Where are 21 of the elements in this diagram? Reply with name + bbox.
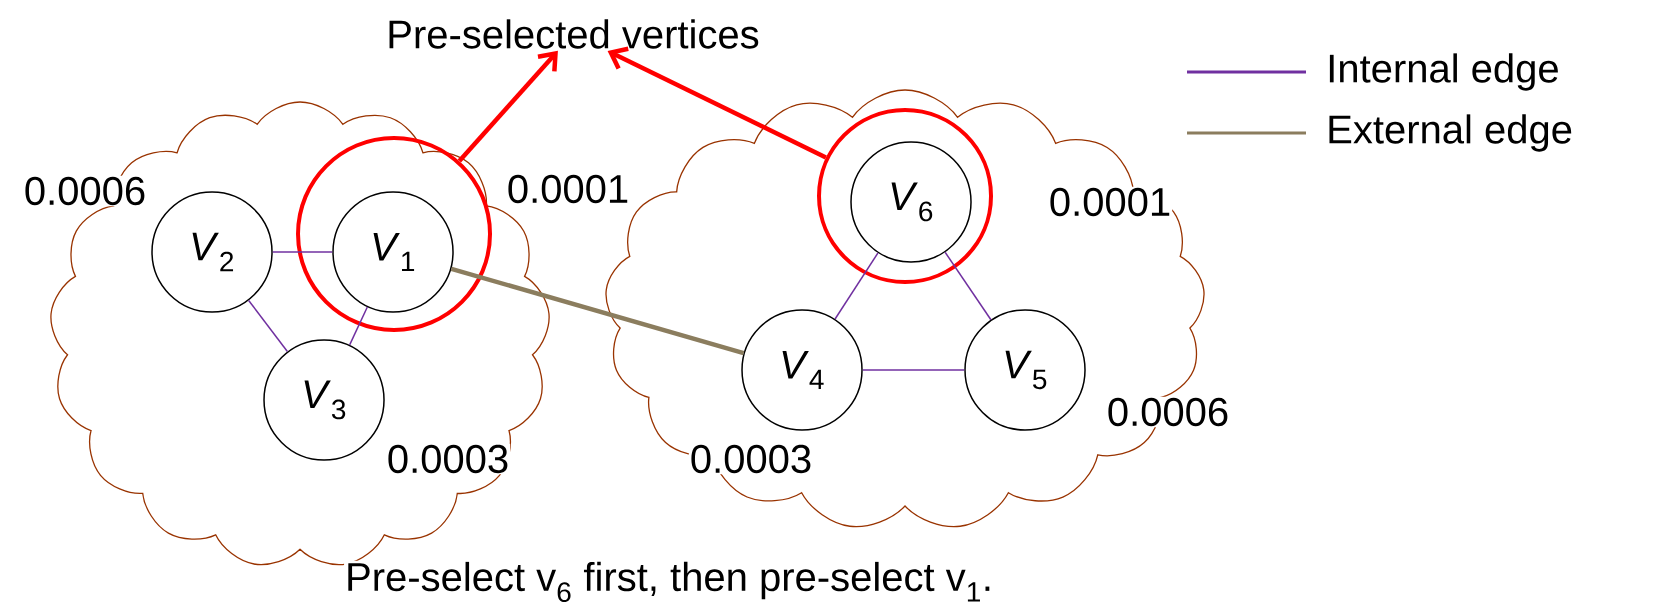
probability-label: 0.0006	[1105, 396, 1231, 428]
probability-label: 0.0001	[505, 173, 631, 205]
probability-label: 0.0003	[688, 443, 814, 475]
highlight-circle	[296, 136, 492, 332]
legend-label: External edge	[1329, 114, 1572, 152]
callout-text: Pre-selected vertices	[389, 19, 759, 49]
legend-label: Internal edge	[1329, 53, 1558, 91]
connector-line	[944, 251, 992, 321]
connector-line	[272, 251, 333, 253]
highlight-circle	[817, 108, 993, 284]
probability-label: 0.0001	[1047, 186, 1173, 218]
connector-line	[862, 369, 965, 371]
connector-line	[247, 299, 289, 353]
connector-line	[834, 252, 879, 320]
probability-label: 0.0003	[385, 443, 511, 475]
arrow	[457, 50, 558, 163]
arrow	[607, 46, 827, 160]
probability-label: 0.0006	[22, 175, 148, 207]
connector-line	[450, 266, 745, 356]
connector-line	[348, 306, 369, 346]
caption: Pre-select v$_{6}$ first, then pre-select v$_{1}$.	[344, 560, 994, 604]
